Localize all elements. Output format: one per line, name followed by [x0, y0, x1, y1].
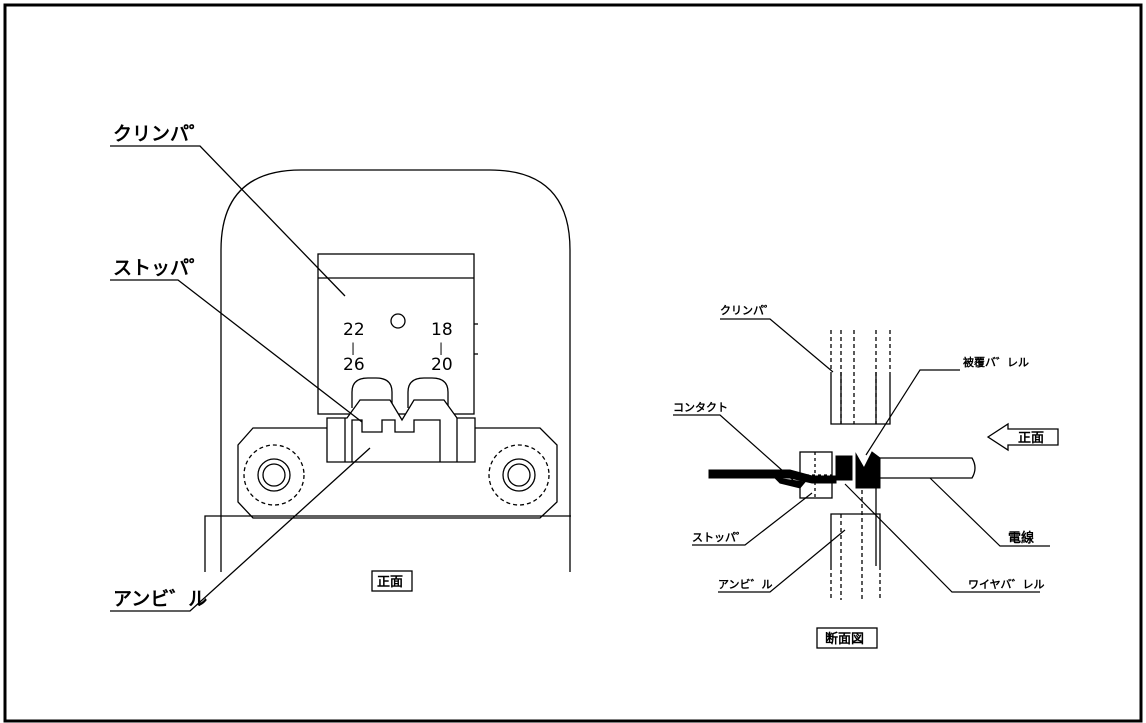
leader-sec-crimper: [720, 318, 834, 373]
wire-size-right-sep: |: [439, 341, 443, 355]
left-bolt-mid: [257, 458, 291, 492]
section-anvil-body: [830, 513, 881, 566]
front-caption-box: [371, 570, 413, 592]
tool-head-outline: [220, 169, 571, 572]
sec-label-insulation-barrel: 被覆バ゛レル: [963, 355, 1029, 369]
leader-sec-insulation: [865, 369, 960, 456]
leader-sec-stopper: [692, 492, 813, 546]
sec-label-stopper: ストッパ゜: [692, 530, 747, 544]
front-caption: 正面: [377, 575, 403, 590]
left-bolt-inner: [262, 463, 286, 487]
front-label-anvil: アンビ゛ル: [113, 588, 207, 610]
leader-crimper: [110, 145, 346, 297]
sec-label-wire: 電線: [1008, 530, 1035, 546]
mounting-plate: [237, 427, 558, 519]
wire-size-left-sep: |: [351, 341, 355, 355]
sheet-border: [3, 3, 1143, 723]
leader-sec-contact: [673, 414, 794, 481]
wire-size-right-bottom: 20: [431, 355, 453, 375]
right-bolt-inner: [507, 463, 531, 487]
section-caption: 断面図: [825, 631, 864, 647]
wire-size-left-top: 22: [343, 320, 365, 340]
leader-anvil: [110, 447, 371, 612]
front-direction-arrow: [986, 422, 1059, 452]
crimper-die-left: [351, 377, 393, 408]
leader-sec-wire-barrel: [844, 483, 1040, 593]
section-leaders: [673, 318, 1050, 593]
base-block: [204, 515, 571, 572]
left-bolt-outer: [243, 444, 305, 506]
front-view: [110, 145, 571, 612]
right-bolt-outer: [488, 444, 550, 506]
section-caption-box: [816, 627, 878, 649]
wire-size-right-top: 18: [431, 320, 453, 340]
leader-sec-wire: [929, 477, 1050, 547]
contact-tip: [773, 477, 806, 489]
sec-label-crimper: クリンパ゜: [720, 303, 775, 317]
front-label-stopper: ストッパ゜: [113, 257, 208, 279]
sec-label-front: 正面: [1018, 431, 1044, 446]
section-contact: [708, 451, 881, 489]
contact-body: [708, 469, 837, 484]
sec-label-anvil: アンビ゛ル: [718, 577, 773, 591]
section-crimper-body: [830, 372, 891, 425]
wire-size-left-bottom: 26: [343, 355, 365, 375]
leader-stopper: [110, 279, 363, 423]
wire-barrel: [835, 455, 853, 481]
right-bolt-mid: [502, 458, 536, 492]
front-label-crimper: クリンパ゜: [113, 123, 208, 145]
sec-label-contact: コンタクト: [673, 401, 728, 414]
crimper-hole: [390, 313, 406, 329]
crimper-die-right: [407, 377, 449, 408]
stopper-profile: [326, 399, 476, 463]
leader-sec-anvil: [718, 529, 846, 593]
insulation-barrel: [855, 451, 881, 489]
sec-label-wire-barrel: ワイヤバ゛レル: [968, 577, 1044, 591]
section-wire: [872, 457, 976, 479]
